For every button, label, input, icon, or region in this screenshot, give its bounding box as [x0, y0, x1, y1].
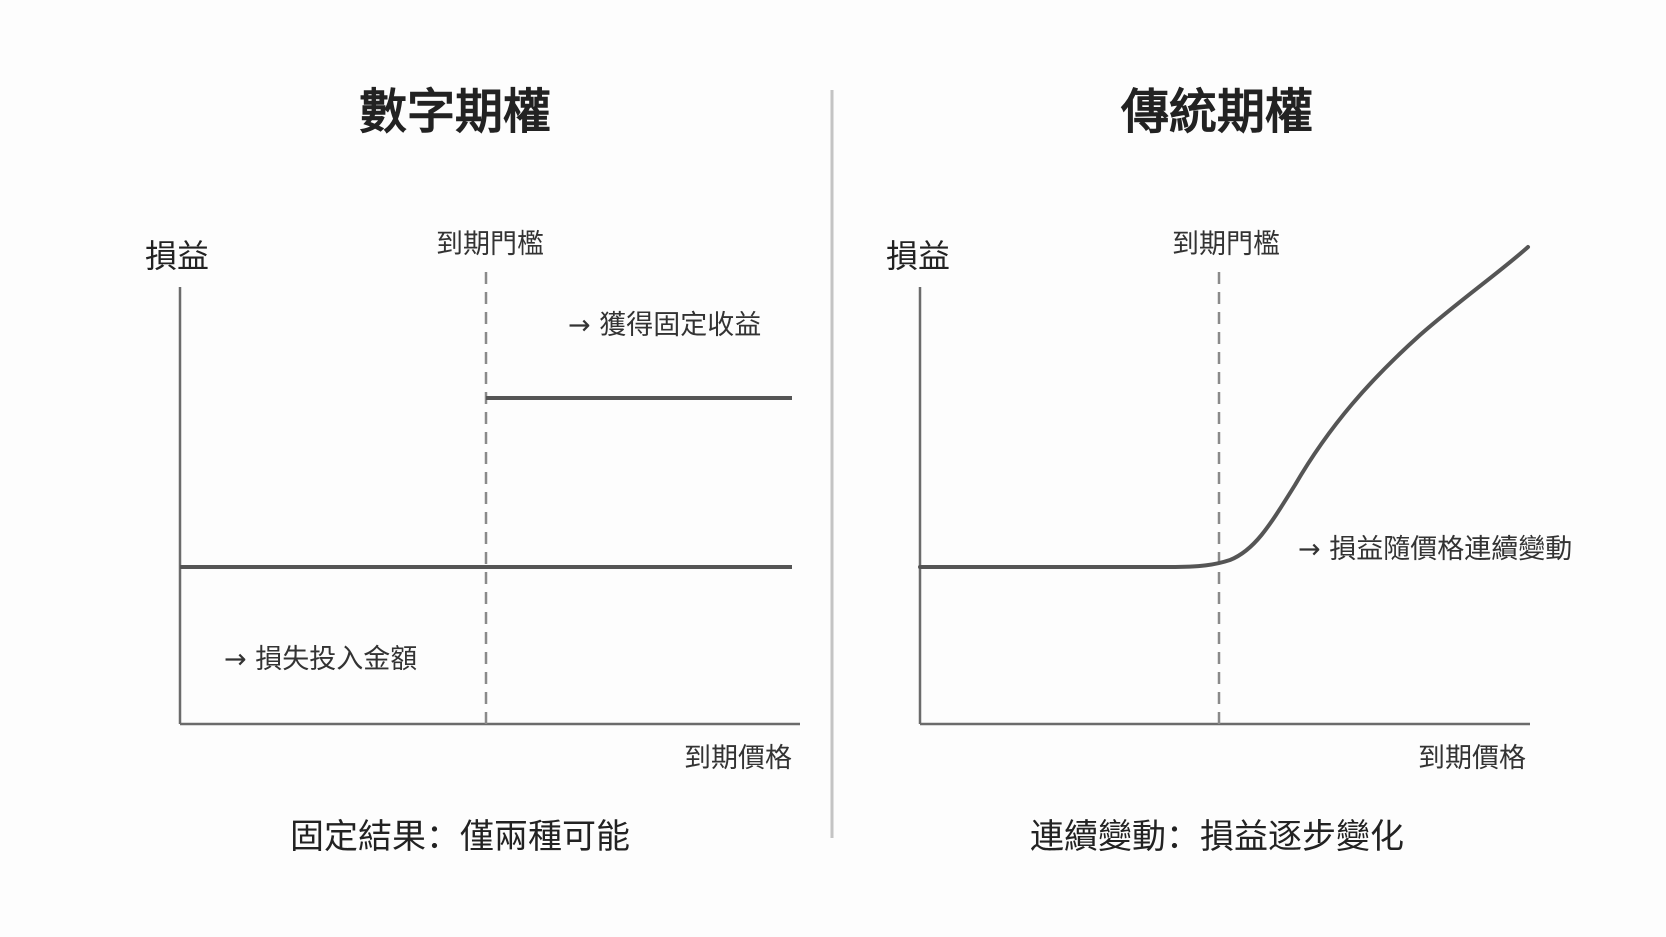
traditional-x-axis-label: 到期價格 — [1418, 743, 1526, 774]
digital-annotation-fixed-gain: → 獲得固定收益 — [568, 310, 761, 341]
digital-threshold-label: 到期門檻 — [436, 229, 544, 260]
digital-x-axis-label: 到期價格 — [684, 743, 792, 774]
traditional-caption: 連續變動：損益逐步變化 — [1030, 817, 1404, 857]
traditional-annotation-continuous: → 損益隨價格連續變動 — [1298, 534, 1572, 565]
traditional-panel-title: 傳統期權 — [1120, 84, 1313, 140]
traditional-y-axis-label: 損益 — [886, 237, 950, 275]
traditional-payoff-curve — [918, 245, 1530, 569]
digital-panel-title: 數字期權 — [359, 84, 551, 140]
traditional-option-panel: 傳統期權 損益 到期門檻 → 損益隨價格連續變動 到期價格 連續變動：損益逐步變… — [886, 84, 1572, 857]
traditional-threshold-label: 到期門檻 — [1172, 229, 1280, 260]
digital-caption: 固定結果：僅兩種可能 — [290, 817, 630, 857]
digital-y-axis-label: 損益 — [145, 237, 209, 275]
digital-annotation-loss: → 損失投入金額 — [224, 644, 417, 675]
digital-option-panel: 數字期權 損益 到期門檻 → 獲得固定收益 → 損失投入金額 到期價格 固定結果… — [145, 84, 800, 857]
